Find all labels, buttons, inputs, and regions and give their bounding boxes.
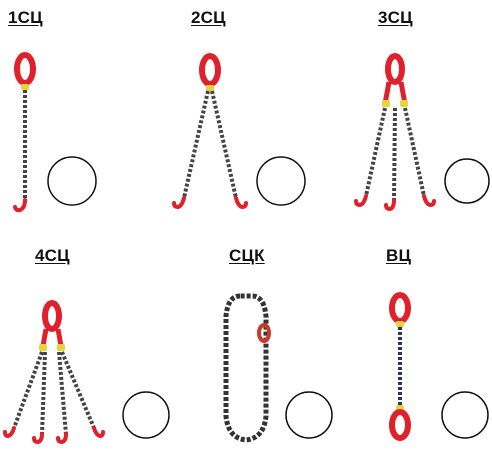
sling-label-2sc: 2СЦ [191,8,226,27]
selection-circle-icon [441,391,489,439]
selection-circle-icon [256,156,306,206]
hook-icon [354,194,368,208]
chain-loop-icon [223,293,269,443]
master-ring-icon [389,409,411,441]
connector-link-icon [57,344,65,351]
connector-link-icon [39,344,47,351]
sling-label-sck: СЦК [229,246,265,265]
intermediate-link-icon [40,328,64,347]
sling-3sc-illustration [354,53,490,212]
connector-link-icon [382,100,390,107]
chain-leg-icon [40,351,47,435]
hook-icon [384,198,396,212]
master-ring-icon [14,52,36,86]
hook-icon [172,196,186,210]
hook-icon [56,432,68,445]
hook-icon [422,194,436,208]
hook-icon [3,426,16,439]
sling-label-4sc: 4СЦ [35,246,70,265]
chain-leg-icon [60,351,96,429]
chain-leg-icon [182,90,210,199]
chain-leg-icon [57,351,68,435]
chain-leg-icon [12,351,44,429]
chain-leg-icon [392,107,397,201]
sling-vc-illustration [389,292,489,441]
connector-link-icon [257,323,271,343]
chain-leg-icon [364,107,387,197]
hook-icon [234,196,248,210]
selection-circle-icon [444,158,490,204]
sling-1sc-illustration [13,52,97,213]
sling-sck-illustration [223,293,333,443]
sling-2sc-illustration [172,53,306,210]
selection-circle-icon [47,156,97,206]
selection-circle-icon [122,391,170,439]
chain-leg-icon [403,107,426,197]
connector-link-icon [206,85,214,91]
master-ring-icon [42,300,62,332]
master-ring-icon [389,292,411,324]
master-ring-icon [199,53,221,87]
connector-link-icon [21,84,29,90]
hook-icon [32,432,44,445]
sling-label-1sc: 1СЦ [8,8,43,27]
connector-link-icon [396,321,404,327]
hook-icon [92,426,105,439]
sling-4sc-illustration [3,300,170,445]
chain-leg-icon [210,90,238,199]
connector-link-icon [400,100,408,107]
master-ring-icon [385,53,405,85]
hook-icon [13,198,27,213]
sling-label-3sc: 3СЦ [378,8,413,27]
selection-circle-icon [285,391,333,439]
sling-label-vc: ВЦ [386,246,412,265]
